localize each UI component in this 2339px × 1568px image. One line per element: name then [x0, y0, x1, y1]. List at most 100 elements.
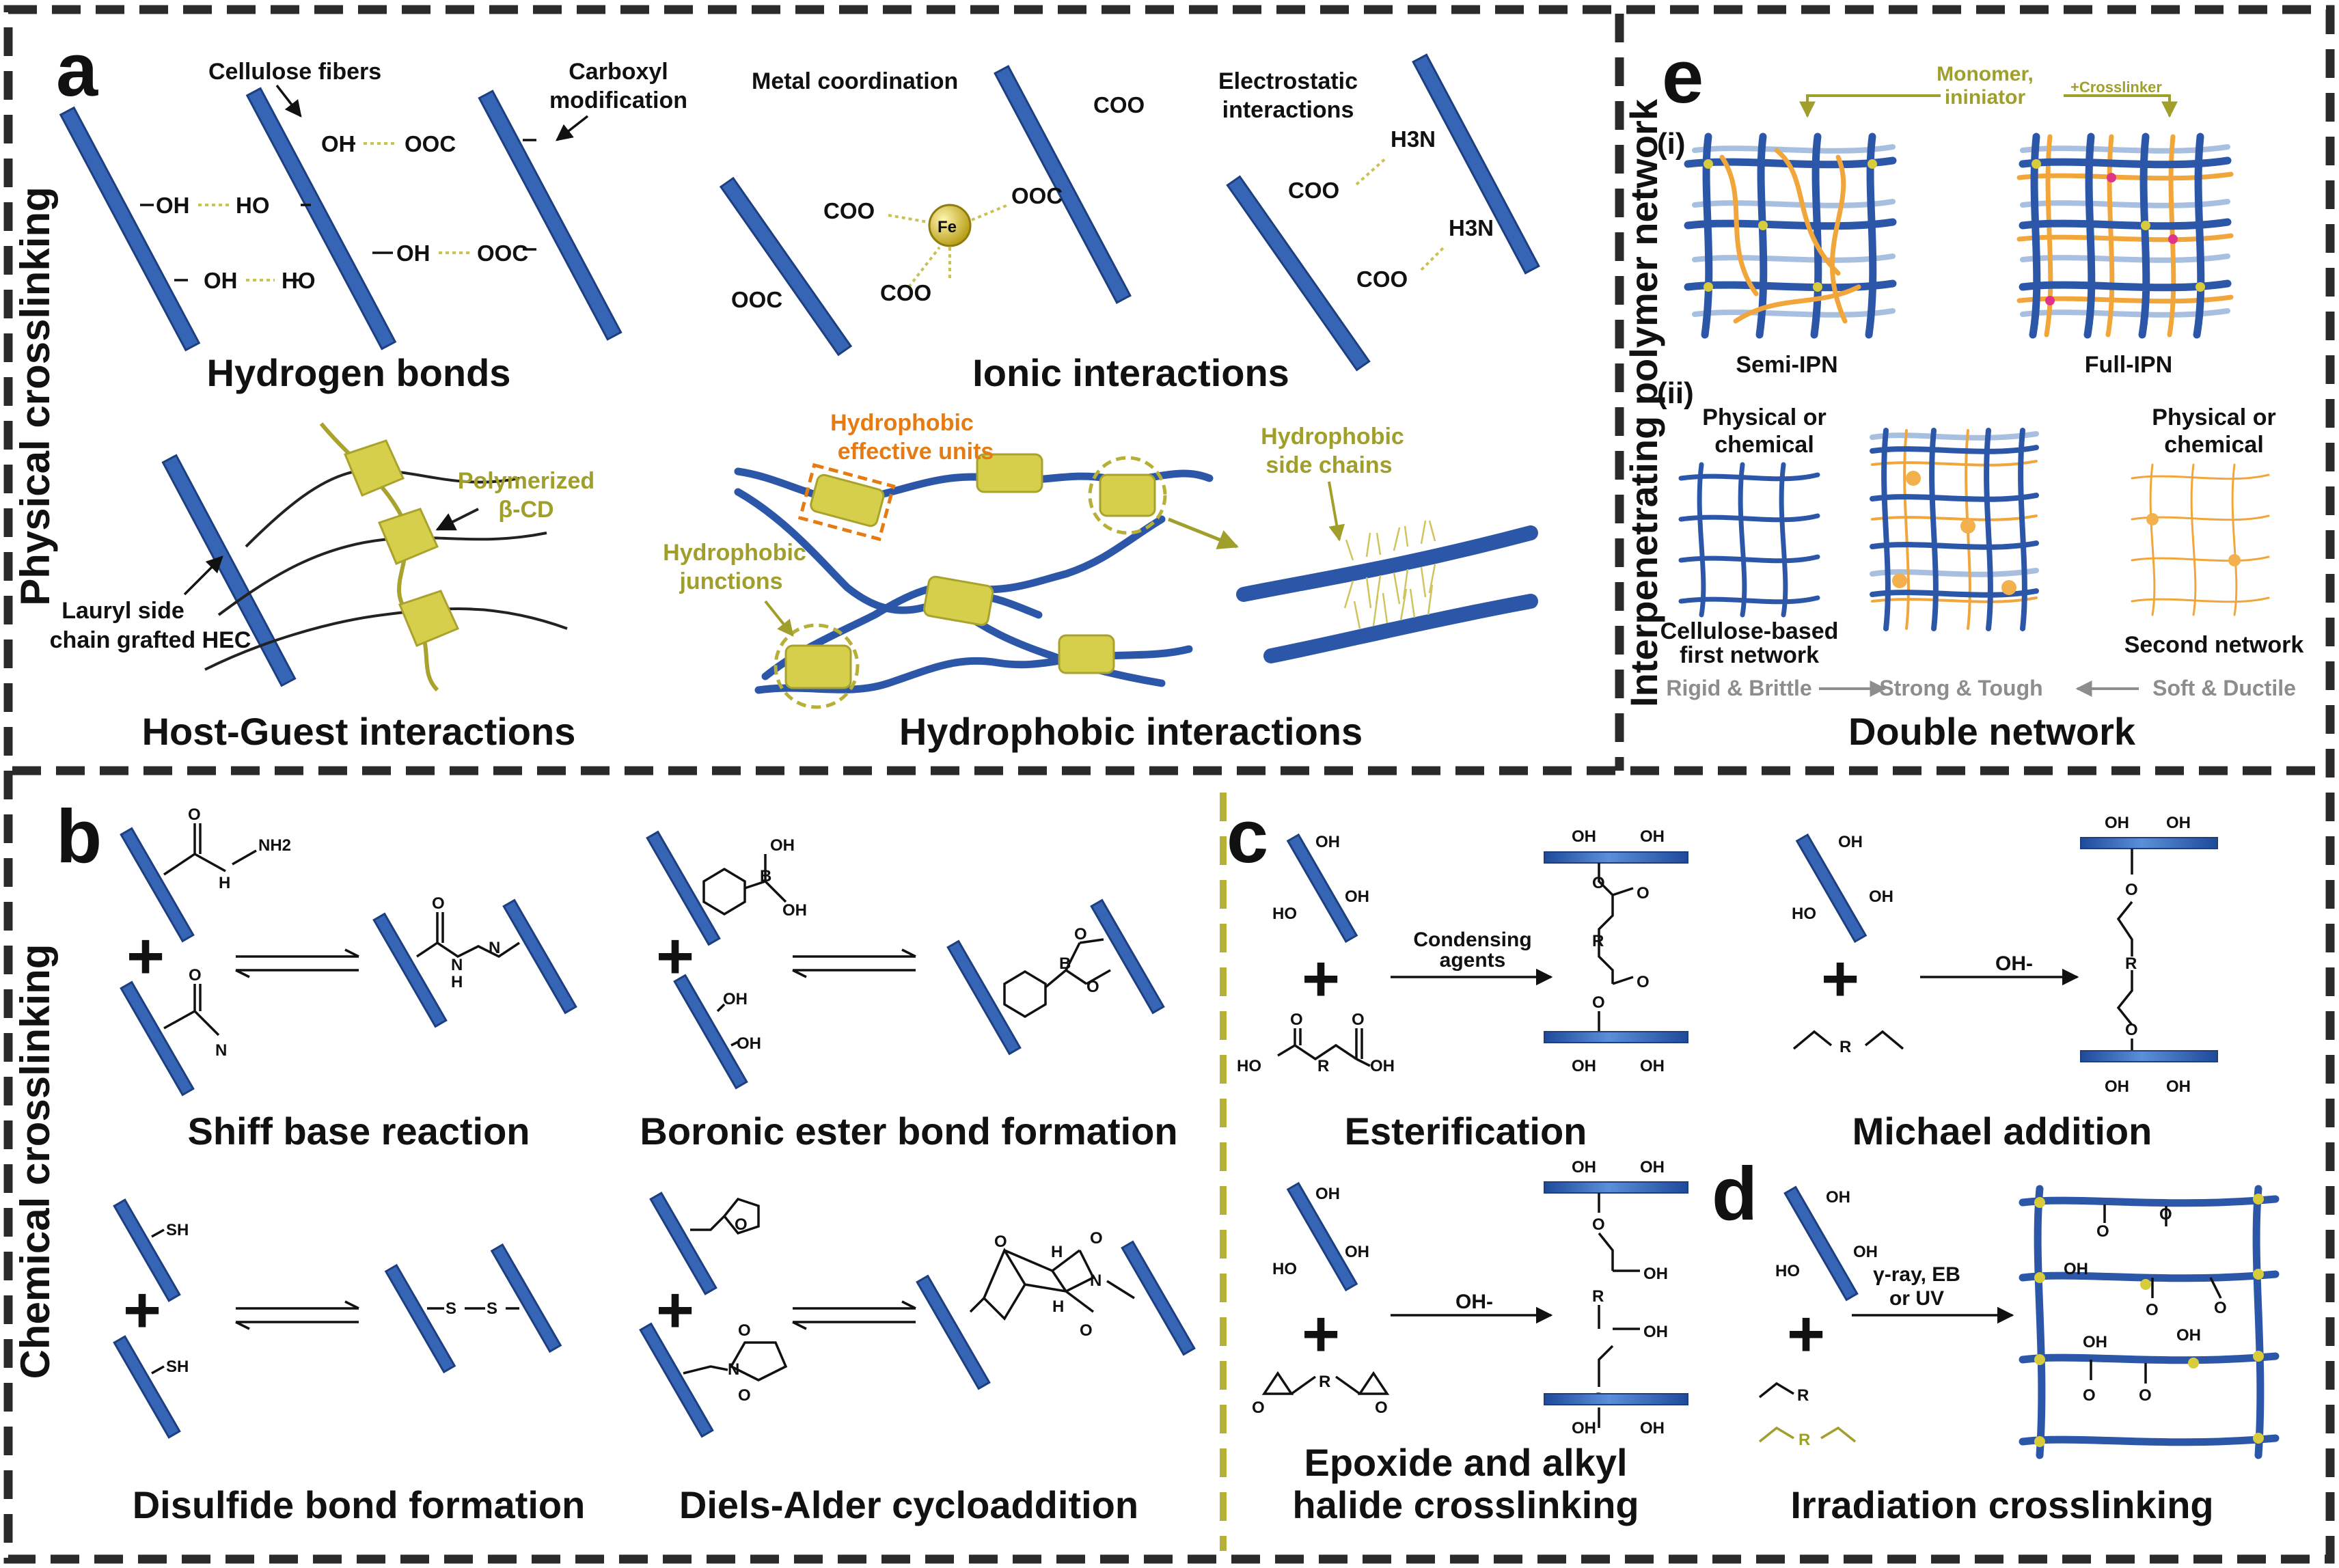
junctions-label: junctions: [679, 568, 782, 594]
side-chains-label: side chains: [1266, 452, 1392, 478]
diels-alder-diagram: O + N O O O H H N O O Diels-Alder cycloa…: [639, 1192, 1196, 1526]
r-group: R: [2125, 954, 2137, 973]
physical-chemical-label: Physical or: [1702, 404, 1826, 430]
h-atom: H: [1052, 1297, 1064, 1316]
o-atom: O: [1090, 1229, 1103, 1248]
oh-group: OH: [1640, 1057, 1665, 1075]
ho-group: HO: [282, 268, 316, 293]
ionic-interactions-title: Ionic interactions: [972, 351, 1289, 394]
o-atom: O: [1592, 874, 1605, 892]
o-atom: O: [1592, 993, 1605, 1012]
ooc-group: OOC: [1011, 183, 1063, 208]
o-atom: O: [432, 894, 445, 913]
r-group: R: [1797, 1386, 1809, 1405]
o-atom: O: [2139, 1386, 2152, 1405]
r-group: R: [1317, 1057, 1329, 1075]
carboxyl-label: Carboxyl: [569, 59, 668, 85]
shiff-base-title: Shiff base reaction: [187, 1110, 530, 1153]
cellulose-fiber: [59, 106, 201, 352]
b-atom: B: [1059, 954, 1071, 973]
polymerized-label: Polymerized: [458, 468, 594, 494]
full-ipn-network: [2016, 133, 2234, 339]
electrostatic-label: interactions: [1222, 97, 1354, 123]
diels-alder-title: Diels-Alder cycloaddition: [679, 1483, 1138, 1526]
plus-sign: +: [1821, 942, 1859, 1015]
double-network-title: Double network: [1848, 710, 2136, 753]
n-atom: N: [215, 1041, 227, 1060]
esterification-title: Esterification: [1345, 1110, 1587, 1153]
monomer-label: Monomer,: [1937, 63, 2034, 85]
oh-group: OH: [204, 268, 238, 293]
o-atom: O: [738, 1386, 751, 1405]
panel-letter-e: e: [1662, 35, 1704, 119]
coo-group: COO: [1093, 92, 1145, 118]
irradiation-condition-label: or UV: [1889, 1287, 1944, 1310]
section-i-label: (i): [1657, 127, 1686, 161]
coo-group: COO: [1288, 178, 1339, 203]
semi-ipn-network: [1684, 133, 1897, 339]
o-atom: O: [2214, 1299, 2227, 1317]
o-atom: O: [2146, 1301, 2159, 1319]
ho-group: HO: [1272, 1260, 1297, 1278]
r-group: R: [1319, 1373, 1330, 1391]
oh-minus-label: OH-: [1455, 1291, 1493, 1313]
oh-group: OH: [1838, 833, 1863, 851]
ho-group: HO: [1775, 1262, 1800, 1280]
oh-group: OH: [1826, 1188, 1850, 1207]
oh-group: OH: [723, 990, 748, 1008]
ho-group: HO: [1237, 1057, 1261, 1075]
beta-cd-ring: [377, 508, 439, 565]
o-atom: O: [1290, 1010, 1303, 1029]
oh-group: OH: [396, 240, 430, 266]
plus-sign: +: [1302, 942, 1340, 1015]
metal-coordination-label: Metal coordination: [752, 68, 958, 94]
epoxide-diagram: OH HO OH + O R O OH- OH OH O OH R OH O O…: [1252, 1158, 1688, 1526]
o-atom: O: [738, 1321, 751, 1340]
o-atom: O: [1637, 973, 1650, 991]
h3n-group: H3N: [1391, 126, 1436, 152]
host-guest-diagram: Polymerized β-CD Lauryl side chain graft…: [50, 422, 594, 753]
n-atom: N: [451, 956, 463, 974]
o-atom: O: [1252, 1399, 1265, 1417]
boronic-ester-title: Boronic ester bond formation: [640, 1110, 1177, 1153]
carboxyl-fiber: [478, 90, 623, 341]
oh-group: OH: [2176, 1326, 2201, 1345]
oh-group: OH: [1643, 1323, 1668, 1341]
disulfide-diagram: SH + SH S S Disulfide bond formation: [113, 1198, 585, 1526]
ipn-diagram: (i) (ii) Monomer, ininiator +Crosslinker…: [1657, 63, 2303, 753]
ionic-interactions-diagram: Fe COO OOC COO OOC COO COO H3N COO H3N M…: [719, 53, 1540, 394]
physical-chemical-label: chemical: [2164, 432, 2264, 458]
hydrophobic-side-chains: [1343, 520, 1436, 629]
bcd-label: β-CD: [498, 497, 553, 523]
crosslinker-label: +Crosslinker: [2070, 79, 2162, 96]
h3n-group: H3N: [1449, 215, 1494, 240]
side-chains-label: Hydrophobic: [1261, 424, 1404, 450]
lauryl-label: chain grafted HEC: [50, 627, 251, 653]
o-atom: O: [1074, 925, 1087, 944]
second-network-label: Second network: [2124, 632, 2304, 658]
h-atom: H: [451, 973, 463, 991]
irradiation-title: Irradiation crosslinking: [1790, 1483, 2213, 1526]
cellulose-fibers-label: Cellulose fibers: [208, 59, 381, 85]
oh-group: OH: [1640, 827, 1665, 846]
o-atom: O: [2096, 1222, 2109, 1241]
oh-group: OH: [1345, 888, 1369, 906]
oh-group: OH: [770, 836, 795, 855]
soft-ductile-label: Soft & Ductile: [2152, 676, 2296, 700]
o-atom: O: [2125, 1021, 2138, 1039]
oh-group: OH: [737, 1034, 761, 1053]
beta-cd-ring: [343, 439, 405, 497]
hydrogen-bonds-diagram: OH HO OH OOC OH HO OH OOC Cellulose fibe…: [59, 59, 687, 394]
o-atom: O: [1592, 1215, 1605, 1234]
s-atom: S: [487, 1299, 497, 1318]
coo-group: COO: [880, 280, 931, 305]
n-atom: N: [728, 1360, 739, 1379]
oh-group: OH: [1572, 1057, 1596, 1075]
combined-network: [1870, 428, 2039, 631]
lauryl-label: Lauryl side: [61, 598, 184, 624]
condensing-label: Condensing: [1413, 929, 1531, 951]
shiff-base-diagram: O H NH2 + O N O N H N Shiff base reactio…: [120, 806, 577, 1153]
oh-group: OH: [2166, 814, 2191, 832]
oh-group: OH: [1853, 1243, 1878, 1261]
